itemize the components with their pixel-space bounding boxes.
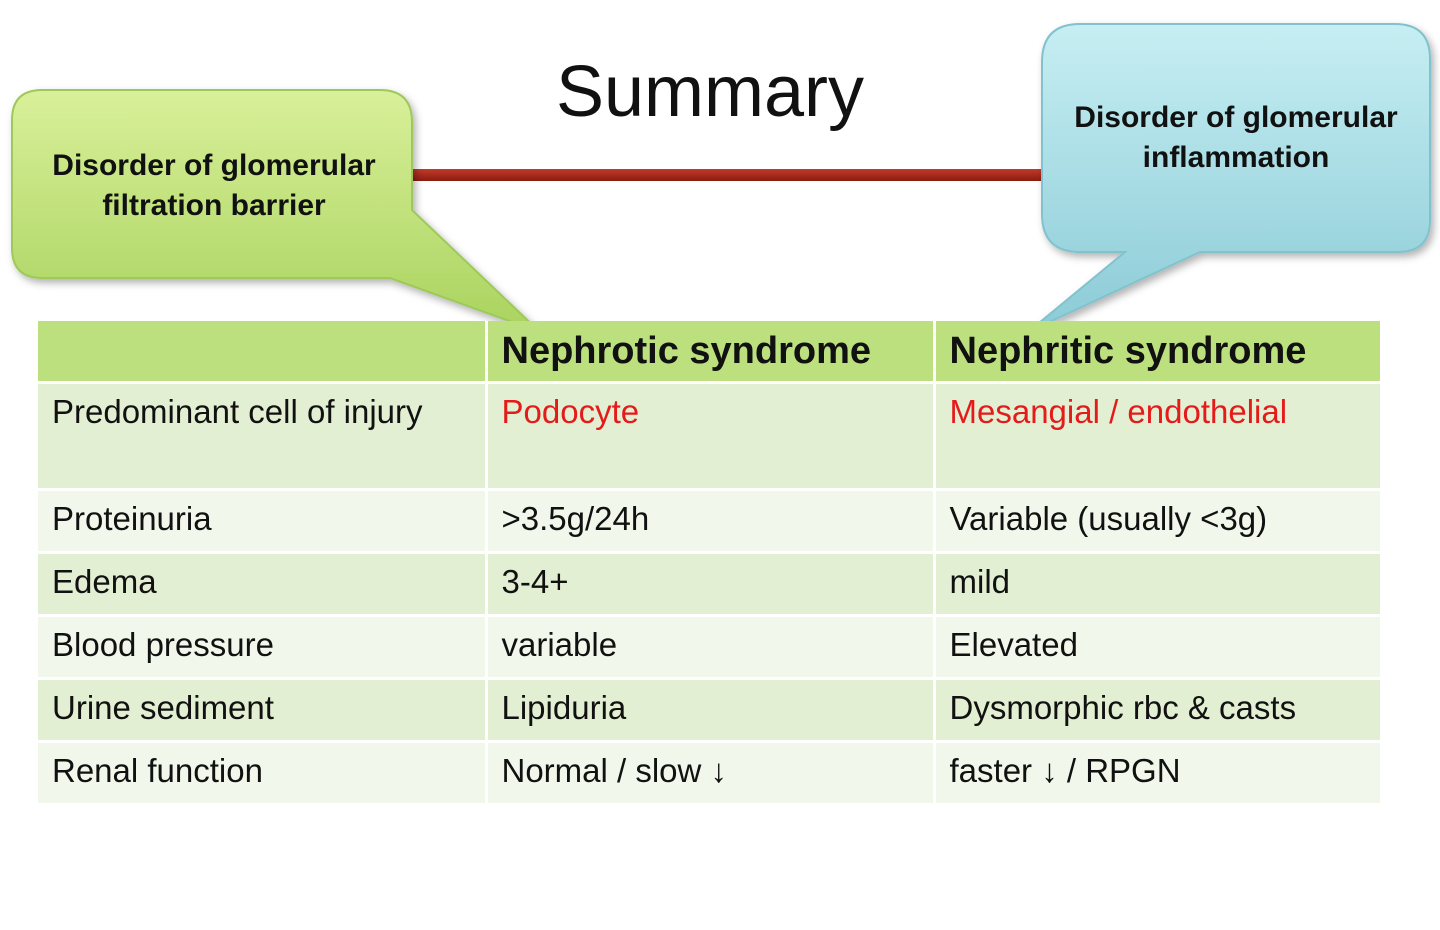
nephrotic-cell: >3.5g/24h xyxy=(486,489,936,554)
nephritic-cell: mild xyxy=(934,552,1380,617)
row-label: Blood pressure xyxy=(38,615,488,680)
table-row: Predominant cell of injury Podocyte Mesa… xyxy=(38,382,1380,491)
comparison-table: Nephrotic syndrome Nephritic syndrome Pr… xyxy=(38,321,1380,806)
row-label: Proteinuria xyxy=(38,489,488,554)
right-callout-line2: inflammation xyxy=(1142,141,1330,174)
table-row: Edema 3-4+ mild xyxy=(38,552,1380,617)
nephritic-cell: Elevated xyxy=(934,615,1380,680)
table-header-row: Nephrotic syndrome Nephritic syndrome xyxy=(38,321,1380,384)
header-blank xyxy=(38,321,488,384)
row-label: Edema xyxy=(38,552,488,617)
nephrotic-cell: variable xyxy=(486,615,936,680)
header-nephritic: Nephritic syndrome xyxy=(934,321,1380,384)
nephrotic-cell: Lipiduria xyxy=(486,678,936,743)
nephritic-cell: Mesangial / endothelial xyxy=(934,382,1380,491)
nephritic-cell: Variable (usually <3g) xyxy=(934,489,1380,554)
left-callout-line1: Disorder of glomerular xyxy=(52,149,376,182)
left-speech-bubble xyxy=(11,89,541,333)
row-label: Predominant cell of injury xyxy=(38,382,488,491)
right-speech-bubble xyxy=(1027,23,1431,333)
left-callout-line2: filtration barrier xyxy=(102,189,326,222)
left-callout-text: Disorder of glomerular filtration barrie… xyxy=(18,146,410,226)
row-label: Renal function xyxy=(38,741,488,806)
nephrotic-cell: Normal / slow ↓ xyxy=(486,741,936,806)
right-callout-line1: Disorder of glomerular xyxy=(1074,101,1398,134)
table-row: Proteinuria >3.5g/24h Variable (usually … xyxy=(38,489,1380,554)
nephritic-cell: Dysmorphic rbc & casts xyxy=(934,678,1380,743)
connector-line xyxy=(400,169,1060,181)
table-row: Renal function Normal / slow ↓ faster ↓ … xyxy=(38,741,1380,806)
slide-title: Summary xyxy=(555,52,865,132)
row-label: Urine sediment xyxy=(38,678,488,743)
table-row: Blood pressure variable Elevated xyxy=(38,615,1380,680)
header-nephrotic: Nephrotic syndrome xyxy=(486,321,936,384)
nephrotic-cell: 3-4+ xyxy=(486,552,936,617)
right-callout-text: Disorder of glomerular inflammation xyxy=(1046,98,1426,178)
table-row: Urine sediment Lipiduria Dysmorphic rbc … xyxy=(38,678,1380,743)
nephritic-cell: faster ↓ / RPGN xyxy=(934,741,1380,806)
nephrotic-cell: Podocyte xyxy=(486,382,936,491)
